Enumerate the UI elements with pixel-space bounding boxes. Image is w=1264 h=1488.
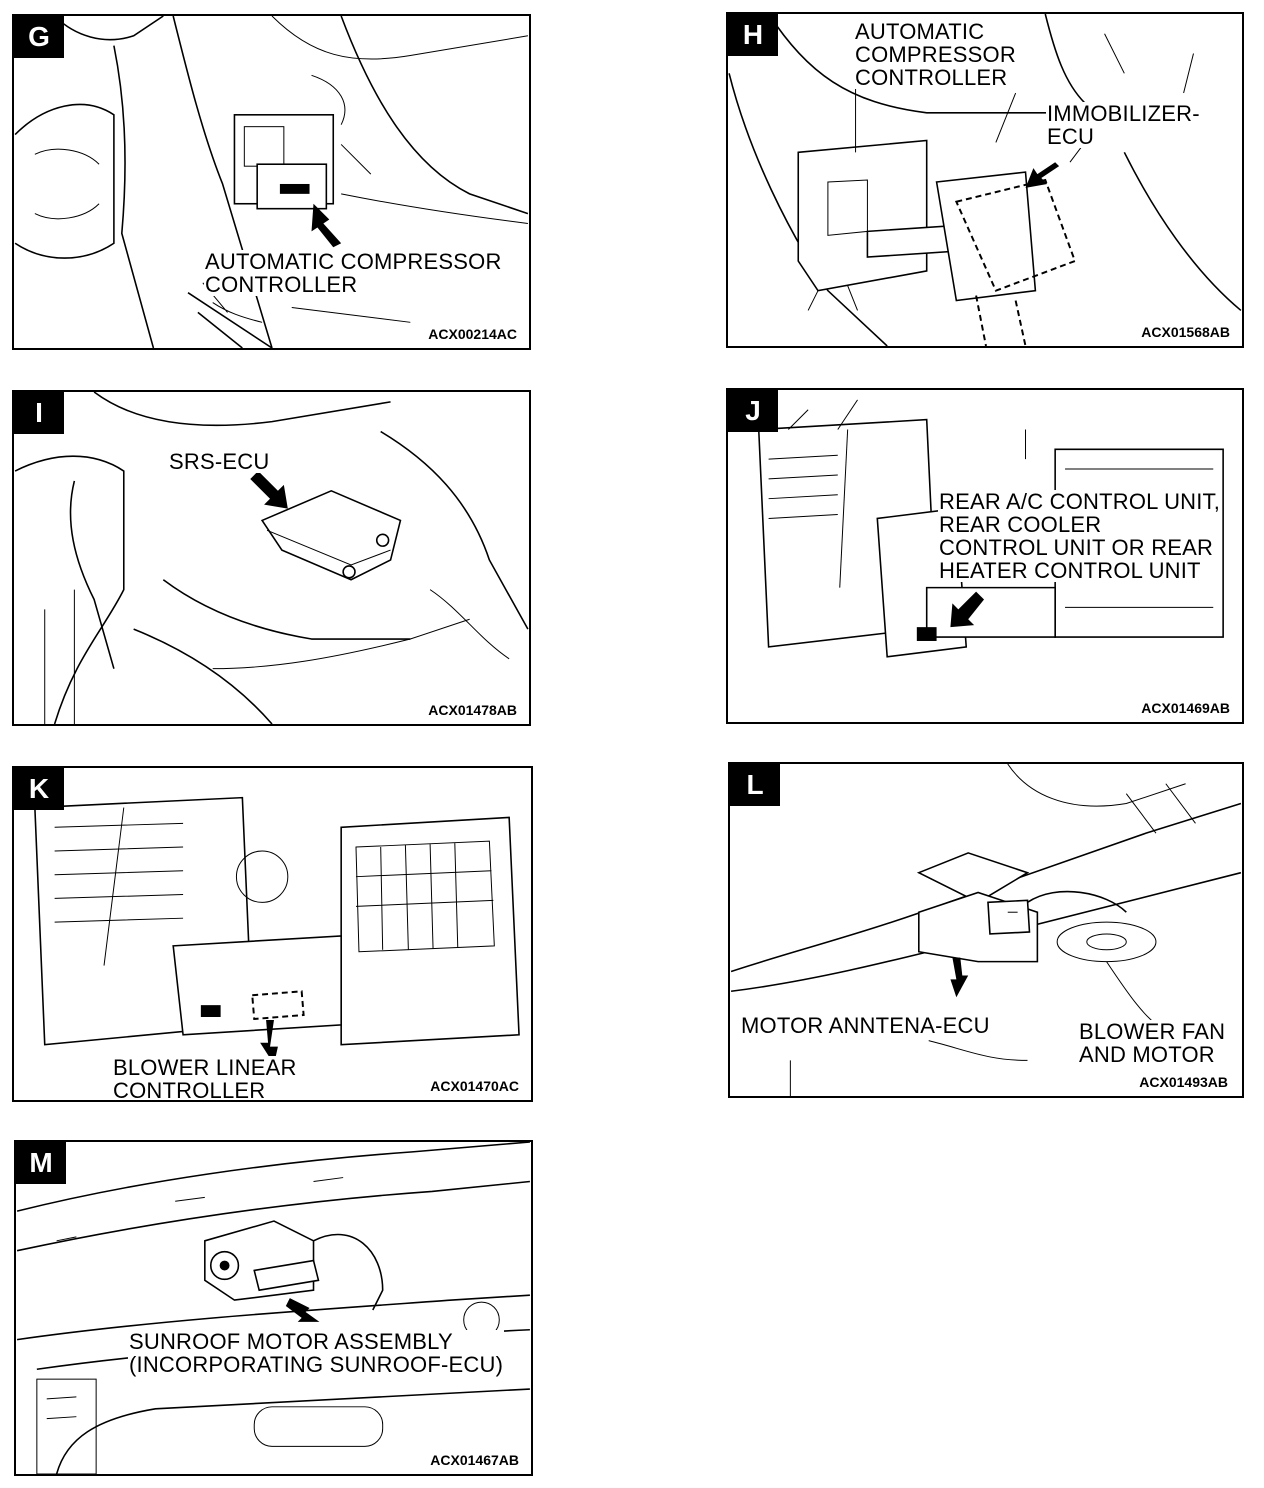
panel-g: G AUTOMATIC COMPRESSOR CONTROLLER ACX002… — [12, 14, 531, 350]
panel-badge: G — [14, 16, 64, 58]
figure-code: ACX01478AB — [426, 702, 519, 718]
panel-j: J REAR A/C CONTROL UNIT, REAR COOLER CON… — [726, 388, 1244, 724]
panel-m: M SUNROOF MOTOR ASSEMBLY (INCORPORATING … — [14, 1140, 533, 1476]
figure-code: ACX01568AB — [1139, 324, 1232, 340]
panel-l: L MOTOR ANNTENA-ECU BLOWER FAN AND MOTOR… — [728, 762, 1244, 1098]
callout-automatic-compressor-controller: AUTOMATIC COMPRESSOR CONTROLLER — [204, 249, 503, 297]
illustration-h — [728, 14, 1242, 346]
panel-badge: M — [16, 1142, 66, 1184]
callout-srs-ecu: SRS-ECU — [168, 449, 271, 474]
illustration-g — [14, 16, 529, 348]
callout-rear-ac-control-unit: REAR A/C CONTROL UNIT, REAR COOLER CONTR… — [938, 489, 1222, 583]
callout-motor-antenna-ecu: MOTOR ANNTENA-ECU — [740, 1013, 991, 1038]
illustration-i — [14, 392, 529, 724]
figure-code: ACX01470AC — [428, 1078, 521, 1094]
illustration-k — [34, 796, 520, 1065]
figure-code: ACX01493AB — [1137, 1074, 1230, 1090]
panel-badge: J — [728, 390, 778, 432]
callout-blower-fan-and-motor: BLOWER FAN AND MOTOR — [1078, 1019, 1227, 1067]
illustration-m — [16, 1142, 530, 1474]
figure-code: ACX01469AB — [1139, 700, 1232, 716]
illustration-l — [730, 764, 1242, 1096]
panel-badge: K — [14, 768, 64, 810]
callout-immobilizer-ecu: IMMOBILIZER- ECU — [1046, 101, 1201, 149]
figure-code: ACX00214AC — [426, 326, 519, 342]
panel-h: H AUTOMATIC COMPRESSOR CONTROLLER IMMOBI… — [726, 12, 1244, 348]
figure-code: ACX01467AB — [428, 1452, 521, 1468]
callout-automatic-compressor-controller: AUTOMATIC COMPRESSOR CONTROLLER — [854, 19, 1017, 90]
callout-sunroof-motor-assembly: SUNROOF MOTOR ASSEMBLY (INCORPORATING SU… — [128, 1329, 505, 1377]
callout-blower-linear-controller: BLOWER LINEAR CONTROLLER — [112, 1055, 298, 1102]
panel-badge: L — [730, 764, 780, 806]
panel-badge: H — [728, 14, 778, 56]
panel-k: K BLOWER LINEAR CONTROLLER ACX01470AC — [12, 766, 533, 1102]
panel-badge: I — [14, 392, 64, 434]
panel-i: I SRS-ECU ACX01478AB — [12, 390, 531, 726]
